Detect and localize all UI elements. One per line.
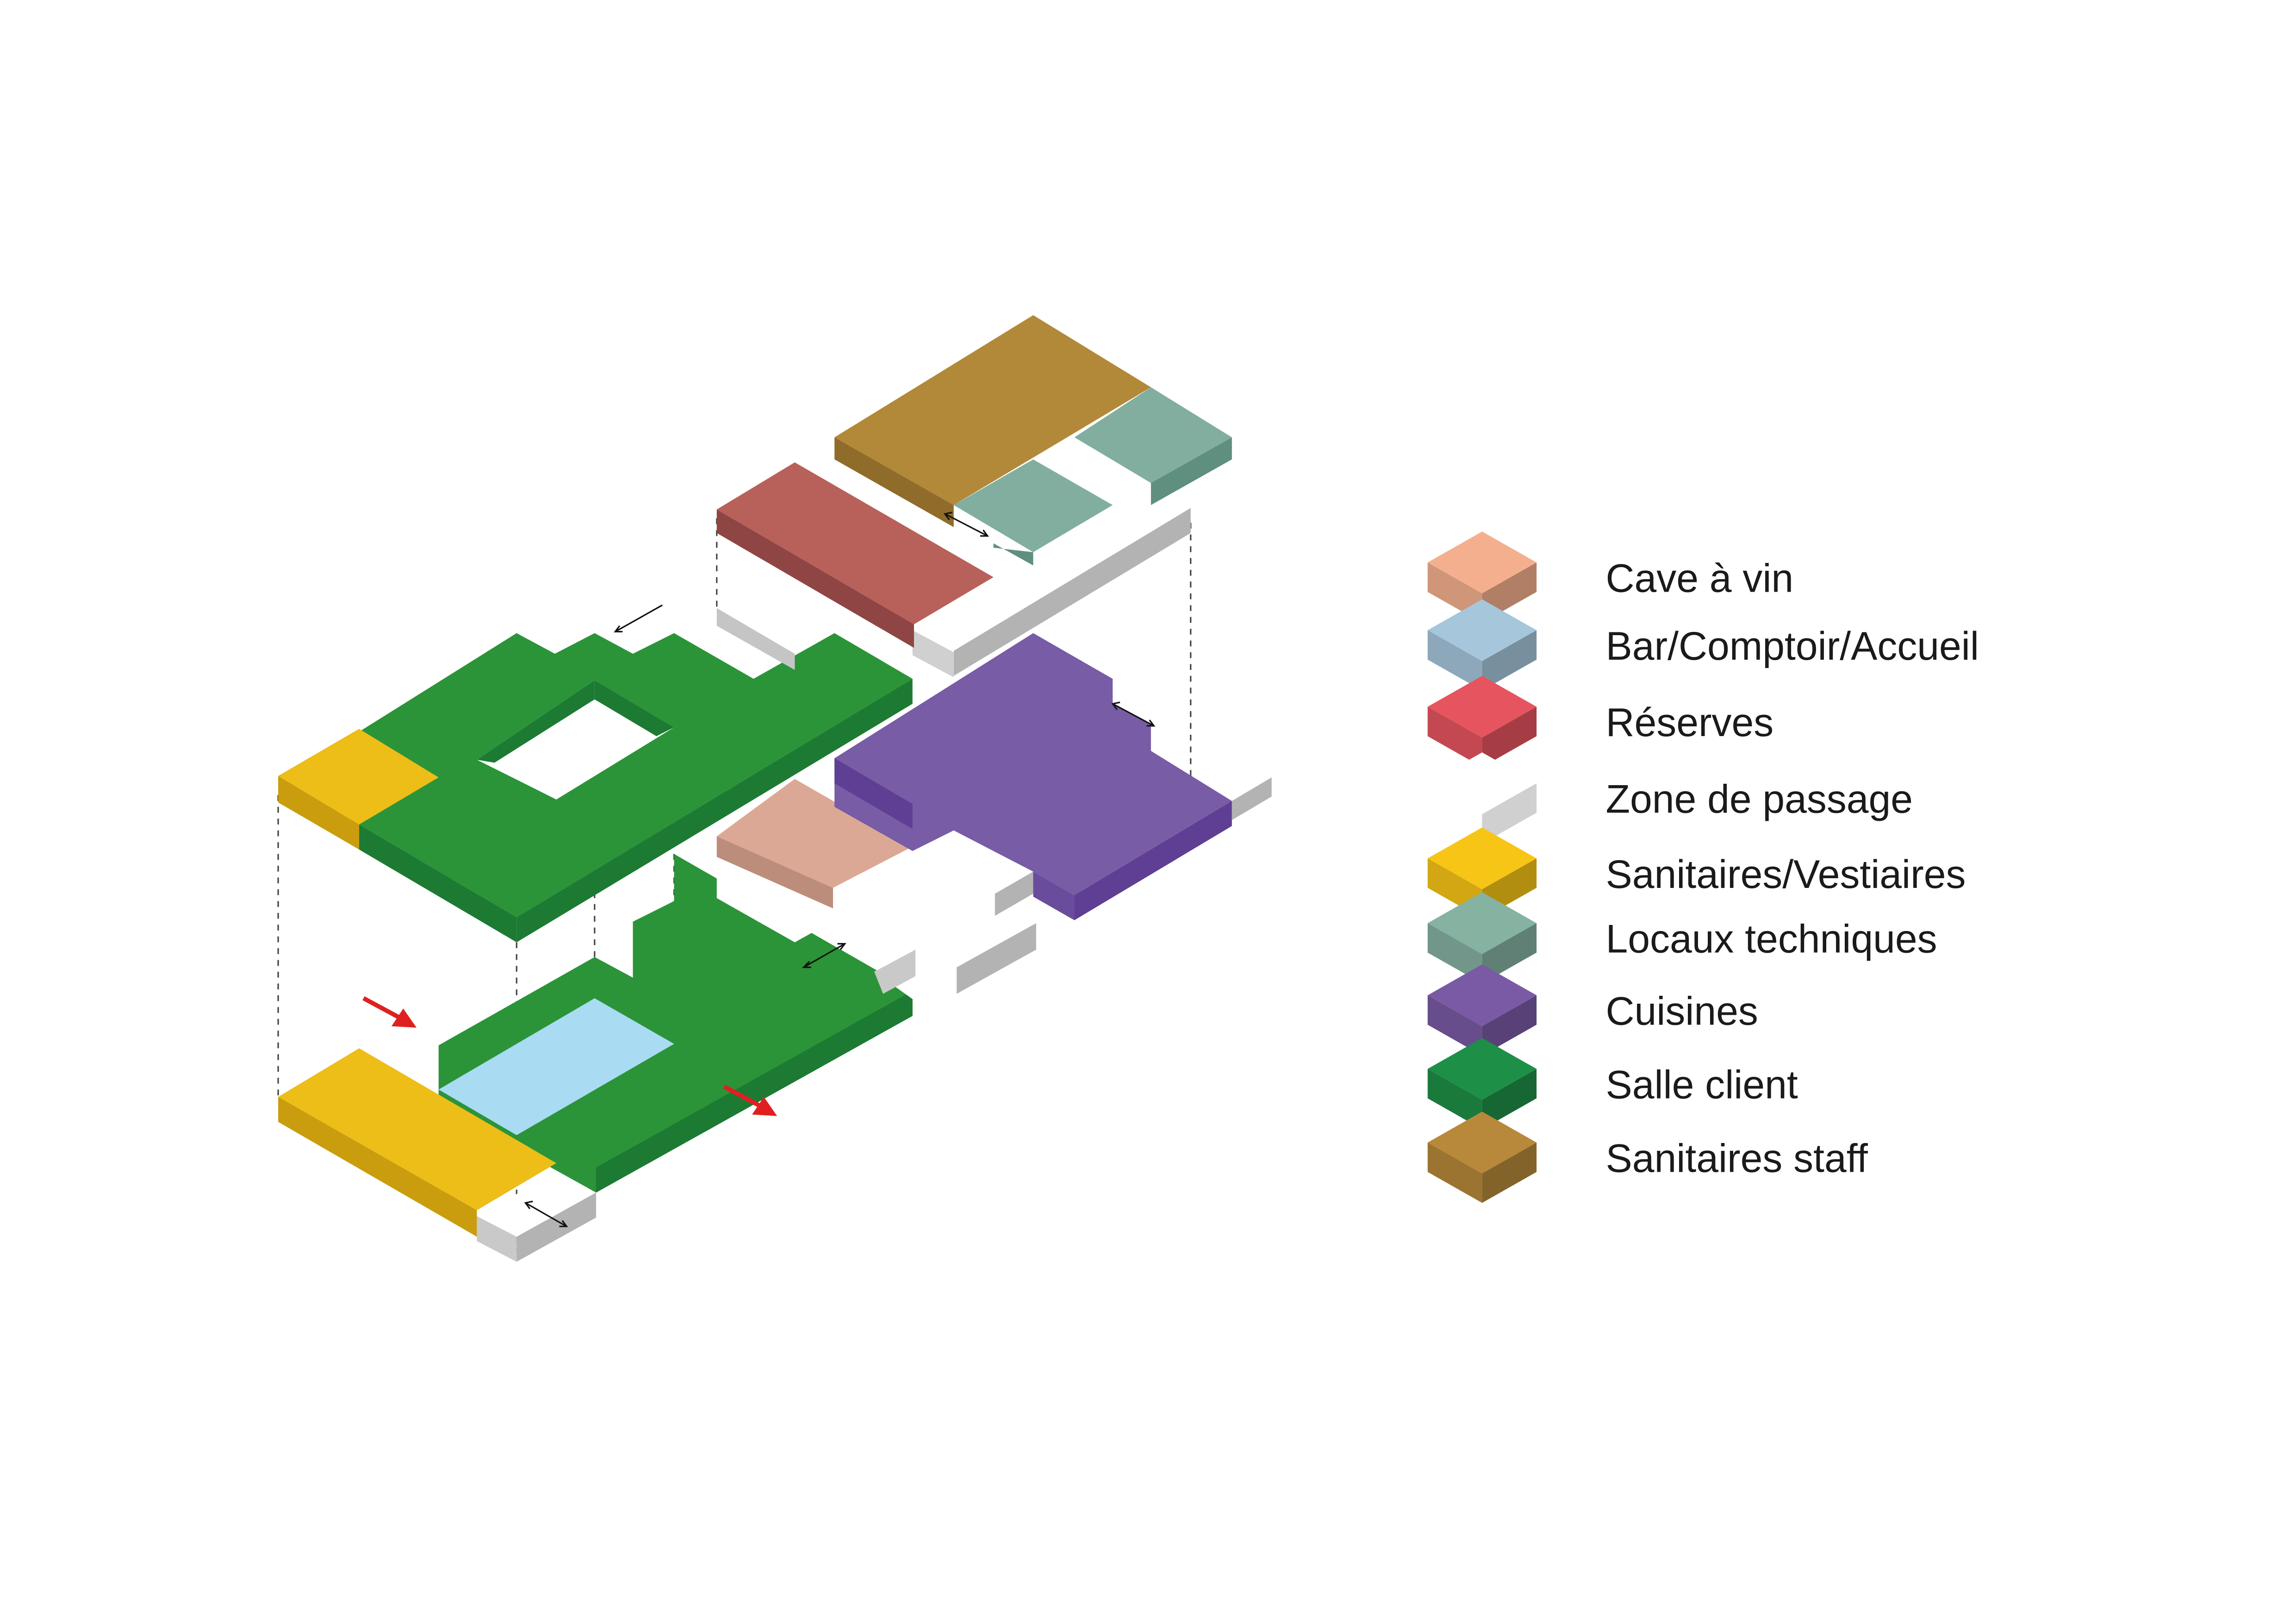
legend-item-staff: Sanitaires staff [1427,1112,1868,1203]
passage-zone-top-side [953,508,1191,676]
passage-zone-top-side2 [912,630,954,678]
cave-a-vin-side [716,836,833,909]
courtyard-opening-edge [477,680,595,763]
locaux-techniques-2-side [1151,437,1232,505]
lower-level [278,854,1036,1262]
legend-item-techniques: Locaux techniques [1427,892,1937,984]
cave-a-vin [716,779,913,888]
legend-item-salle: Salle client [1427,1038,1798,1130]
legend-swatch-right-bar [1482,630,1537,691]
circulation-arrow-top [943,512,989,537]
cuisines-side3 [1033,871,1075,920]
reserves [716,462,994,625]
legend-label-techniques: Locaux techniques [1606,917,1937,962]
entry-arrow-left-icon [362,996,417,1028]
legend-label-reserves: Réserves [1606,700,1774,745]
legend-label-staff: Sanitaires staff [1606,1137,1868,1181]
circulation-arrow-kitchen [1111,701,1156,727]
legend-label-cuisines: Cuisines [1606,989,1758,1034]
legend-swatch-left-reserves [1427,706,1482,768]
courtyard-opening-edge2 [594,680,674,737]
legend-swatch-right-techniques [1482,923,1537,984]
cuisines-side2 [834,758,913,829]
passage-zone-lower-right-side2 [874,949,916,994]
bar-comptoir-accueil-lower [438,998,674,1136]
passage-zone-kitchen-right [1232,777,1272,820]
reserves-side [716,509,914,648]
entry-arrow-right-icon [723,1084,778,1116]
circulation-arrow-lower-front [524,1200,568,1227]
legend: Cave à vinBar/Comptoir/AccueilRéservesZo… [1427,531,1979,1203]
middle-level [716,633,1272,943]
legend-swatch-right-salle [1482,1068,1537,1130]
legend-item-sanitaires: Sanitaires/Vestiaires [1427,827,1966,919]
sanitaires-lower-side [278,1097,477,1237]
passage-zone-lower-right-side [957,923,1036,994]
sanitaires-upper [278,729,439,825]
legend-swatch-left-cuisines [1427,995,1482,1056]
salle-client-lower-side [596,991,913,1193]
legend-item-reserves: Réserves [1427,675,1774,768]
top-level [716,315,1232,678]
sanitaires-upper-side [278,776,359,850]
legend-swatch-left-staff [1427,1142,1482,1203]
sanitaires-lower [278,1048,557,1211]
locaux-techniques-2 [1074,387,1232,483]
legend-item-bar: Bar/Comptoir/Accueil [1427,599,1979,691]
legend-swatch-right-cuisines [1482,995,1537,1056]
sanitaires-staff-side [834,437,954,527]
legend-item-passage: Zone de passage [1427,752,1913,844]
legend-label-cave: Cave à vin [1606,556,1794,601]
legend-swatch-left-bar [1427,630,1482,691]
passage-zone-middle-side [995,871,1033,916]
legend-label-passage: Zone de passage [1606,777,1913,822]
cuisines-side [1074,801,1232,920]
legend-swatch-left-passage [1427,783,1482,844]
legend-swatch-left-salle [1427,1068,1482,1130]
legend-label-bar: Bar/Comptoir/Accueil [1606,624,1979,668]
legend-label-salle: Salle client [1606,1063,1798,1107]
passage-zone-lower-front-side2 [516,1193,596,1262]
passage-zone-reserve-bottom [716,608,795,670]
legend-label-sanitaires: Sanitaires/Vestiaires [1606,852,1966,897]
salle-client-upper-side [359,824,517,943]
passage-zone-lower-front-side [477,1216,517,1262]
passage-zone-lower-front [477,1172,596,1237]
legend-swatch-left-techniques [1427,923,1482,984]
sanitaires-staff [834,315,1151,505]
circulation-arrow-upper-entry [614,604,663,633]
circulation-arrow-lower-right [802,943,846,968]
locaux-techniques-1 [953,459,1113,552]
legend-swatch-right-reserves [1482,706,1537,768]
cuisines [834,633,1232,895]
salle-client-upper-side2 [516,679,913,943]
legend-swatch-right-staff [1482,1142,1537,1203]
salle-client-upper [359,633,913,918]
legend-swatch-right-passage [1482,783,1537,844]
upper-left-level [278,604,913,943]
